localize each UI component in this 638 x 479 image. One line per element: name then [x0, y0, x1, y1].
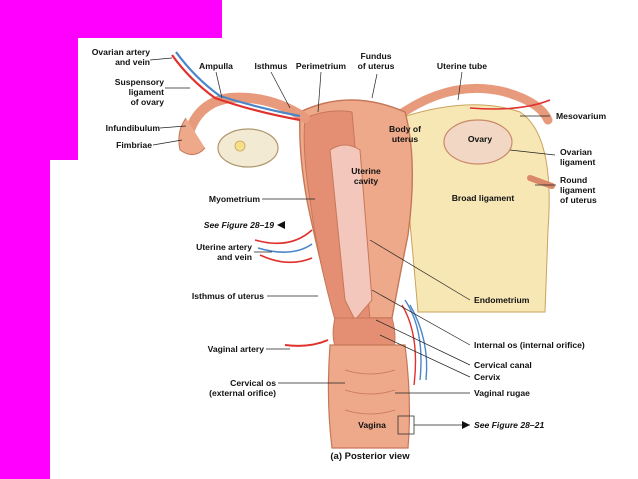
- label-uterine-cavity: Uterine cavity: [351, 166, 381, 186]
- slide-accent-upper-left: [0, 38, 78, 160]
- vaginal-artery-path: [284, 339, 329, 347]
- uterine-artery-path: [254, 229, 313, 264]
- label-body-of-uterus: Body of uterus: [389, 124, 421, 144]
- label-infundibulum: Infundibulum: [105, 123, 160, 133]
- label-cervix: Cervix: [474, 372, 501, 382]
- label-fimbriae: Fimbriae: [116, 140, 152, 150]
- label-suspensory-ligament: Suspensory ligament of ovary: [114, 77, 164, 107]
- label-broad-ligament: Broad ligament: [451, 193, 515, 203]
- label-see-figure-28-19[interactable]: See Figure 28–19: [203, 220, 274, 230]
- uterine-cavity-shape: [329, 144, 373, 321]
- label-see-figure-28-21[interactable]: See Figure 28–21: [474, 420, 545, 430]
- label-vagina: Vagina: [358, 420, 386, 430]
- label-ampulla: Ampulla: [199, 61, 233, 71]
- ovarian-vein-path: [175, 51, 301, 118]
- label-round-ligament: Round ligament of uterus: [560, 175, 597, 205]
- label-internal-os: Internal os (internal orifice): [474, 340, 585, 350]
- vagina-shape: [327, 344, 411, 449]
- leader-lines: [149, 57, 556, 426]
- label-cervical-canal: Cervical canal: [474, 360, 532, 370]
- right-ovary: [443, 119, 513, 165]
- label-vaginal-rugae: Vaginal rugae: [474, 388, 530, 398]
- label-ovarian-ligament: Ovarian ligament: [560, 147, 596, 167]
- right-uterine-tube: [390, 83, 553, 125]
- label-myometrium: Myometrium: [208, 194, 260, 204]
- label-uterine-artery: Uterine artery and vein: [196, 242, 252, 262]
- label-isthmus-of-uterus: Isthmus of uterus: [191, 291, 264, 301]
- label-mesovarium: Mesovarium: [556, 111, 607, 121]
- slide-accent-left-bar: [0, 160, 50, 479]
- slide-accent-top: [0, 0, 222, 38]
- follicle: [234, 140, 246, 152]
- label-isthmus: Isthmus: [254, 61, 288, 71]
- uterine-vein-path: [257, 243, 313, 253]
- right-vessels: [404, 299, 428, 381]
- arrow-fig-21: [462, 421, 470, 429]
- label-uterine-tube: Uterine tube: [436, 61, 488, 71]
- figure-caption: (a) Posterior view: [330, 451, 410, 462]
- label-cervical-os: Cervical os (external orifice): [209, 378, 276, 398]
- arrow-fig-19: [277, 221, 285, 229]
- label-ovary: Ovary: [467, 134, 493, 144]
- label-vaginal-artery: Vaginal artery: [207, 344, 264, 354]
- label-endometrium: Endometrium: [474, 295, 530, 305]
- left-ovary: [217, 128, 279, 168]
- right-mesovarium-vessel: [469, 99, 551, 110]
- vaginal-rugae-lines: [344, 369, 396, 415]
- label-ovarian-artery: Ovarian artery and vein: [91, 47, 150, 67]
- label-perimetrium: Perimetrium: [295, 61, 347, 71]
- label-fundus: Fundus of uterus: [357, 51, 395, 71]
- ovarian-artery-path: [171, 54, 301, 122]
- right-arteries: [401, 304, 417, 386]
